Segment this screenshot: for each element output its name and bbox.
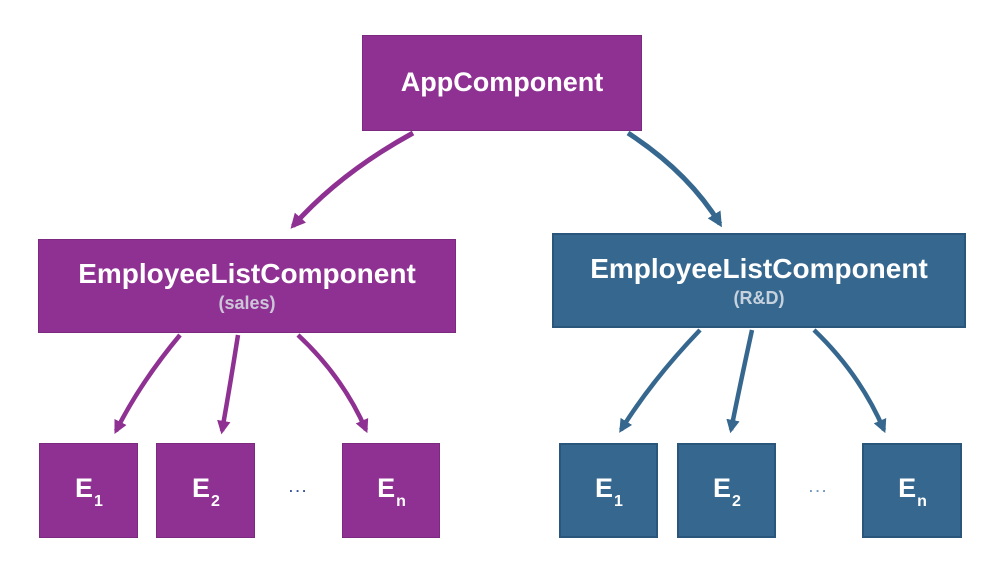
arrow-sales-to-e1 [113,333,182,435]
employee-list-sales-box: EmployeeListComponent (sales) [38,239,456,333]
sales-employee-1-box: E1 [39,443,138,538]
sales-employee-1-label: E1 [75,472,103,510]
arrow-rd-to-e1 [619,328,702,433]
rd-ellipsis: ... [809,480,829,495]
arrow-sales-to-en [296,333,369,434]
sales-employee-n-label: En [377,472,406,510]
rd-employee-2-box: E2 [677,443,776,538]
app-component-label: AppComponent [400,67,604,98]
employee-list-rd-label: EmployeeListComponent [590,252,928,284]
rd-employee-n-label: En [898,472,927,510]
sales-employee-2-label: E2 [192,472,220,510]
rd-employee-1-box: E1 [559,443,658,538]
arrow-root-to-sales [290,130,415,229]
employee-list-sales-label: EmployeeListComponent [78,258,416,290]
rd-employee-n-box: En [862,443,962,538]
sales-ellipsis: ... [289,480,309,495]
employee-list-rd-sublabel: (R&D) [733,287,785,308]
app-component-box: AppComponent [362,35,642,131]
arrow-sales-to-e2 [217,334,241,435]
arrow-rd-to-en [812,328,887,434]
rd-employee-1-label: E1 [595,472,623,510]
sales-employee-2-box: E2 [156,443,255,538]
arrow-rd-to-e2 [726,329,755,434]
sales-employee-n-box: En [342,443,440,538]
employee-list-sales-sublabel: (sales) [218,293,276,314]
arrow-root-to-rd [626,130,723,228]
employee-list-rd-box: EmployeeListComponent (R&D) [552,233,966,328]
rd-employee-2-label: E2 [713,472,741,510]
